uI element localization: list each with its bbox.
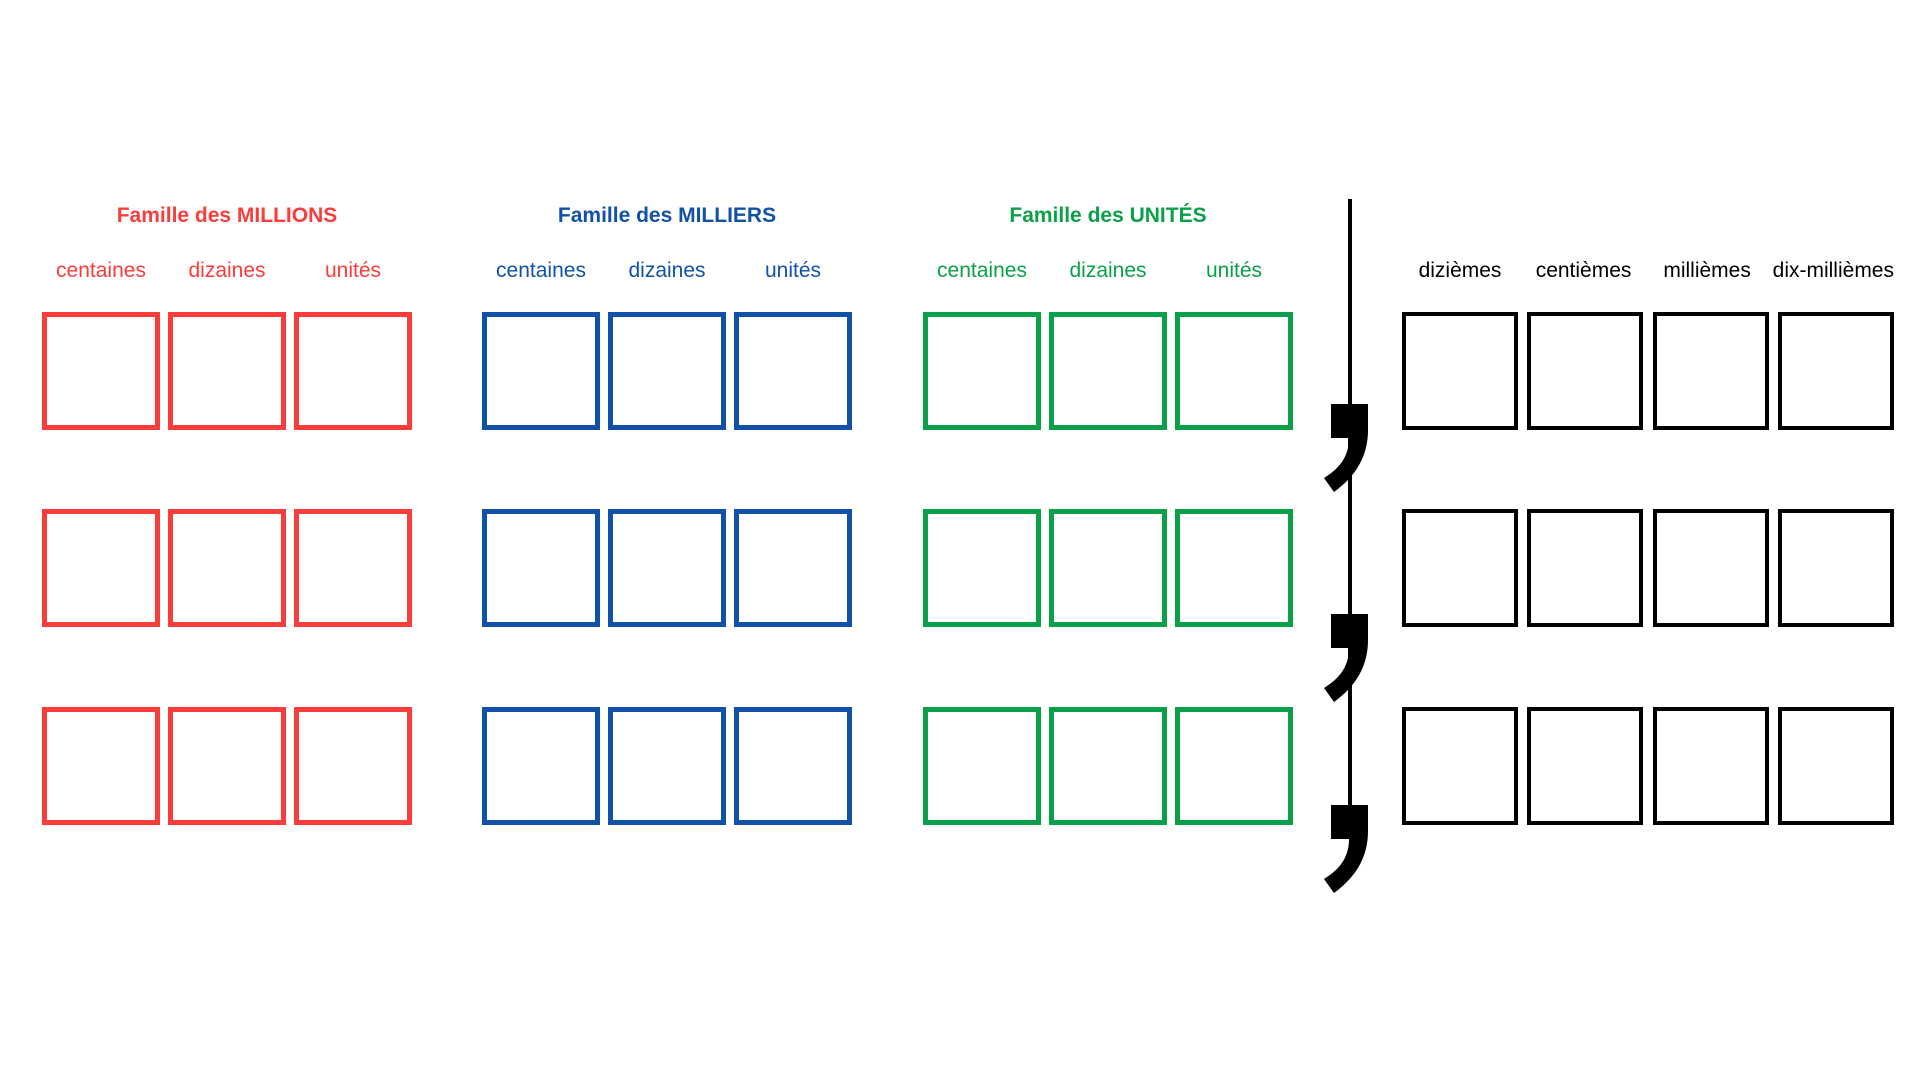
decimal-separator-line <box>1348 199 1352 805</box>
digit-box <box>1402 707 1518 825</box>
family-unites-headers: centaines dizaines unités <box>923 259 1293 283</box>
digit-box <box>1527 312 1644 430</box>
centiemes-header: centièmes <box>1535 259 1632 282</box>
digit-box <box>923 312 1041 430</box>
digit-box <box>1402 312 1518 430</box>
family-millions-title: Famille des MILLIONS <box>116 204 338 227</box>
digit-box <box>168 509 286 627</box>
digit-box <box>1527 509 1644 627</box>
digit-box <box>1652 707 1769 825</box>
digit-box <box>1175 312 1293 430</box>
digit-box <box>482 509 600 627</box>
millions-dizaines-header: dizaines <box>188 259 266 282</box>
digit-box <box>1175 707 1293 825</box>
digit-box <box>734 312 852 430</box>
family-unites-section: Famille des UNITÉS centaines dizaines un… <box>923 195 1293 855</box>
family-milliers-headers: centaines dizaines unités <box>482 259 852 283</box>
unites-centaines-header: centaines <box>937 259 1027 282</box>
digit-box <box>168 707 286 825</box>
decimal-row-3 <box>1402 707 1894 825</box>
family-millions-headers: centaines dizaines unités <box>42 259 412 283</box>
decimal-section: dizièmes centièmes millièmes dix-millièm… <box>1402 195 1894 855</box>
unites-row-2 <box>923 509 1293 627</box>
comma-icon <box>1324 404 1368 492</box>
digit-box <box>1652 312 1769 430</box>
decimal-row-1 <box>1402 312 1894 430</box>
milliers-row-3 <box>482 707 852 825</box>
digit-box <box>734 707 852 825</box>
family-unites-title: Famille des UNITÉS <box>1009 204 1207 227</box>
digit-box <box>1402 509 1518 627</box>
digit-box <box>294 707 412 825</box>
unites-row-1 <box>923 312 1293 430</box>
decimal-headers: dizièmes centièmes millièmes dix-millièm… <box>1402 259 1894 283</box>
digit-box <box>608 312 726 430</box>
digit-box <box>482 707 600 825</box>
family-millions-section: Famille des MILLIONS centaines dizaines … <box>42 195 412 855</box>
digit-box <box>1777 312 1894 430</box>
digit-box <box>42 707 160 825</box>
digit-box <box>482 312 600 430</box>
family-milliers-section: Famille des MILLIERS centaines dizaines … <box>482 195 852 855</box>
unites-unites-header: unités <box>1205 259 1263 282</box>
millions-centaines-header: centaines <box>56 259 146 282</box>
family-milliers-title: Famille des MILLIERS <box>557 204 777 227</box>
milliemes-header: millièmes <box>1663 259 1751 282</box>
digit-box <box>168 312 286 430</box>
digit-box <box>42 312 160 430</box>
digit-box <box>1049 312 1167 430</box>
digit-box <box>1652 509 1769 627</box>
digit-box <box>923 509 1041 627</box>
millions-row-2 <box>42 509 412 627</box>
diziemes-header: dizièmes <box>1418 259 1502 282</box>
digit-box <box>734 509 852 627</box>
millions-unites-header: unités <box>324 259 382 282</box>
digit-box <box>608 509 726 627</box>
unites-row-3 <box>923 707 1293 825</box>
milliers-dizaines-header: dizaines <box>628 259 706 282</box>
unites-dizaines-header: dizaines <box>1069 259 1147 282</box>
digit-box <box>923 707 1041 825</box>
decimal-row-2 <box>1402 509 1894 627</box>
milliers-centaines-header: centaines <box>496 259 586 282</box>
digit-box <box>1777 509 1894 627</box>
digit-box <box>608 707 726 825</box>
millions-row-1 <box>42 312 412 430</box>
digit-box <box>1777 707 1894 825</box>
dix-milliemes-header: dix-millièmes <box>1772 259 1894 282</box>
digit-box <box>1175 509 1293 627</box>
digit-box <box>1049 707 1167 825</box>
digit-box <box>294 312 412 430</box>
milliers-row-1 <box>482 312 852 430</box>
digit-box <box>42 509 160 627</box>
digit-box <box>1527 707 1644 825</box>
millions-row-3 <box>42 707 412 825</box>
milliers-row-2 <box>482 509 852 627</box>
comma-icon <box>1324 805 1368 893</box>
milliers-unites-header: unités <box>764 259 822 282</box>
digit-box <box>1049 509 1167 627</box>
comma-icon <box>1324 614 1368 702</box>
digit-box <box>294 509 412 627</box>
